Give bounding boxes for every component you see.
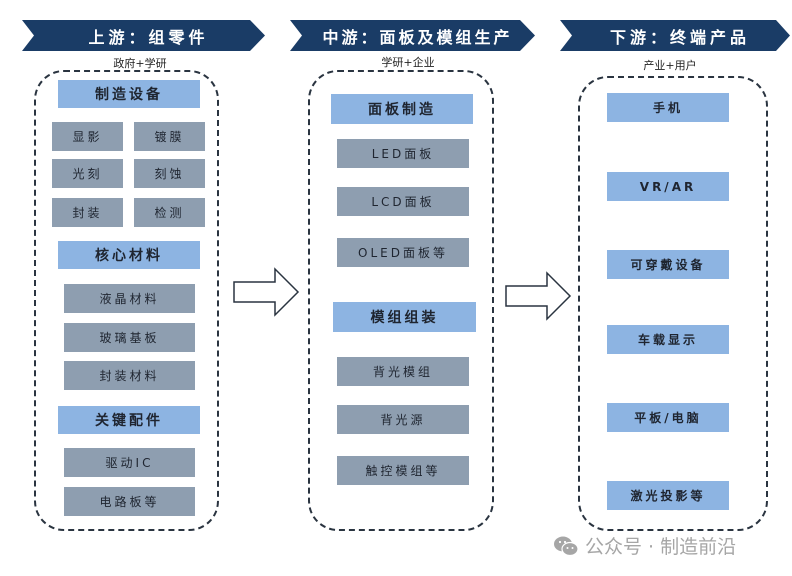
upstream-banner: 上游：组零件 (22, 20, 265, 51)
product-item: 激光投影等 (607, 481, 729, 510)
midstream-container (308, 70, 494, 531)
component-item: 驱动IC (64, 448, 195, 477)
midstream-subtitle: 学研+企业 (381, 56, 435, 69)
upstream-container (34, 70, 219, 531)
material-item: 液晶材料 (64, 284, 195, 313)
chevron-banner-shape (22, 20, 265, 51)
equipment-item: 光刻 (52, 159, 123, 188)
panel-item: LCD面板 (337, 187, 469, 216)
module-item: 触控模组等 (337, 456, 469, 485)
equipment-item: 刻蚀 (134, 159, 205, 188)
wechat-icon (554, 536, 579, 556)
component-item: 电路板等 (64, 487, 195, 516)
downstream-subtitle: 产业+用户 (643, 59, 697, 72)
product-item: 平板/电脑 (607, 403, 729, 432)
midstream-banner: 中游：面板及模组生产 (290, 20, 535, 51)
upstream-title: 上游：组零件 (88, 27, 209, 47)
chevron-banner-shape (560, 20, 790, 51)
watermark: 公众号 · 制造前沿 (553, 532, 736, 559)
midstream-title: 中游：面板及模组生产 (322, 27, 513, 47)
downstream-container (578, 76, 768, 531)
section-header-module-assembly: 模组组装 (333, 302, 476, 332)
panel-item: LED面板 (337, 139, 469, 168)
equipment-item: 镀膜 (134, 122, 205, 151)
chevron-banner-shape (290, 20, 535, 51)
right-arrow-icon (233, 267, 300, 317)
section-header-panel-manufacturing: 面板制造 (331, 94, 473, 124)
watermark-text: 公众号 · 制造前沿 (585, 536, 737, 558)
product-item: 手机 (607, 93, 729, 122)
module-item: 背光模组 (337, 357, 469, 386)
product-item: VR/AR (607, 172, 729, 201)
downstream-banner: 下游：终端产品 (560, 20, 790, 51)
section-header-core-materials: 核心材料 (58, 241, 200, 269)
module-item: 背光源 (337, 405, 469, 434)
upstream-subtitle: 政府+学研 (113, 57, 167, 70)
panel-item: OLED面板等 (337, 238, 469, 267)
product-item: 可穿戴设备 (607, 250, 729, 279)
section-header-manufacturing-equipment: 制造设备 (58, 80, 200, 108)
equipment-item: 检测 (134, 198, 205, 227)
material-item: 玻璃基板 (64, 323, 195, 352)
equipment-item: 封装 (52, 198, 123, 227)
product-item: 车载显示 (607, 325, 729, 354)
material-item: 封装材料 (64, 361, 195, 390)
section-header-key-components: 关键配件 (58, 406, 200, 434)
right-arrow-icon (505, 271, 572, 321)
equipment-item: 显影 (52, 122, 123, 151)
downstream-title: 下游：终端产品 (609, 27, 750, 47)
